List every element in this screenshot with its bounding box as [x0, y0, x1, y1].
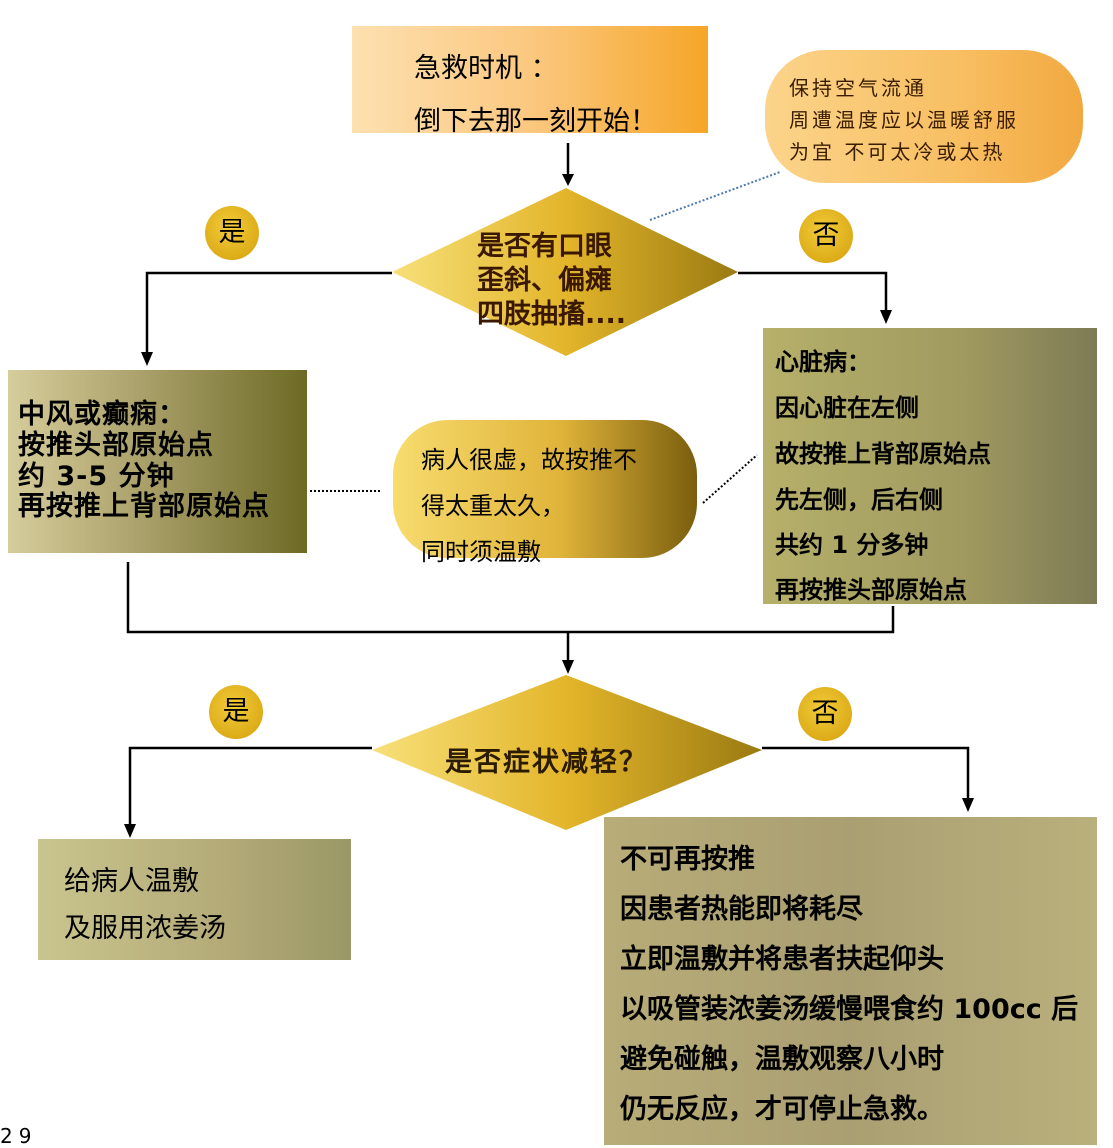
heart-disease-box: 心脏病： 因心脏在左侧 故按推上背部原始点 先左侧，后右侧 共约 1 分多钟 再… — [763, 328, 1097, 604]
no-badge: 否 — [798, 687, 852, 741]
box-line: 先左侧，后右侧 — [775, 486, 943, 514]
note-line: 保持空气流通 — [789, 76, 927, 100]
box-line: 再按推上背部原始点 — [18, 491, 270, 522]
no-result-box: 不可再按推 因患者热能即将耗尽 立即温敷并将患者扶起仰头 以吸管装浓姜汤缓慢喂食… — [604, 817, 1097, 1145]
decision1-text: 歪斜、偏瘫 — [477, 265, 612, 296]
start-line: 倒下去那一刻开始！ — [414, 106, 657, 137]
decision2-text: 是否症状减轻？ — [445, 747, 648, 778]
no-badge: 否 — [799, 209, 853, 263]
box-line: 给病人温敷 — [64, 866, 199, 897]
note-line: 病人很虚，故按推不 — [421, 446, 637, 474]
note-line: 周遭温度应以温暖舒服 — [789, 108, 1019, 132]
box-line: 共约 1 分多钟 — [775, 531, 929, 559]
decision1-diamond — [392, 188, 738, 356]
box-line: 不可再按推 — [620, 844, 755, 875]
yes-badge: 是 — [209, 685, 263, 739]
box-line: 心脏病： — [775, 348, 871, 376]
yes-result-box: 给病人温敷 及服用浓姜汤 — [38, 839, 351, 960]
start-box: 急救时机 ： 倒下去那一刻开始！ — [352, 26, 708, 137]
decision1-text: 是否有口眼 — [477, 231, 612, 262]
box-line: 立即温敷并将患者扶起仰头 — [620, 944, 944, 975]
box-line: 故按推上背部原始点 — [775, 440, 991, 468]
note-line: 为宜 不可太冷或太热 — [789, 140, 1006, 164]
box-line: 避免碰触，温敷观察八小时 — [620, 1044, 944, 1075]
page-number: 29 — [0, 1124, 38, 1148]
box-line: 以吸管装浓姜汤缓慢喂食约 100cc 后 — [620, 994, 1079, 1025]
box-line: 因患者热能即将耗尽 — [620, 894, 863, 925]
note-line: 同时须温敷 — [421, 538, 541, 566]
note-line: 得太重太久， — [421, 492, 565, 520]
stroke-epilepsy-box: 中风或癫痫： 按推头部原始点 约 3-5 分钟 再按推上背部原始点 — [8, 370, 307, 553]
box-line: 仍无反应，才可停止急救。 — [620, 1094, 944, 1125]
box-line: 按推头部原始点 — [18, 430, 214, 461]
environment-note: 保持空气流通 周遭温度应以温暖舒服 为宜 不可太冷或太热 — [765, 50, 1083, 183]
box-line: 因心脏在左侧 — [775, 394, 919, 422]
box-line: 中风或癫痫： — [18, 399, 186, 430]
box-line: 再按推头部原始点 — [775, 576, 967, 604]
yes-badge: 是 — [205, 206, 259, 260]
start-line: 急救时机 ： — [414, 53, 558, 84]
decision1-text: 四肢抽搐.... — [477, 299, 627, 330]
caution-note: 病人很虚，故按推不 得太重太久， 同时须温敷 — [393, 420, 697, 566]
decision2-diamond — [372, 675, 762, 830]
box-line: 约 3-5 分钟 — [18, 461, 175, 492]
box-line: 及服用浓姜汤 — [64, 913, 226, 944]
